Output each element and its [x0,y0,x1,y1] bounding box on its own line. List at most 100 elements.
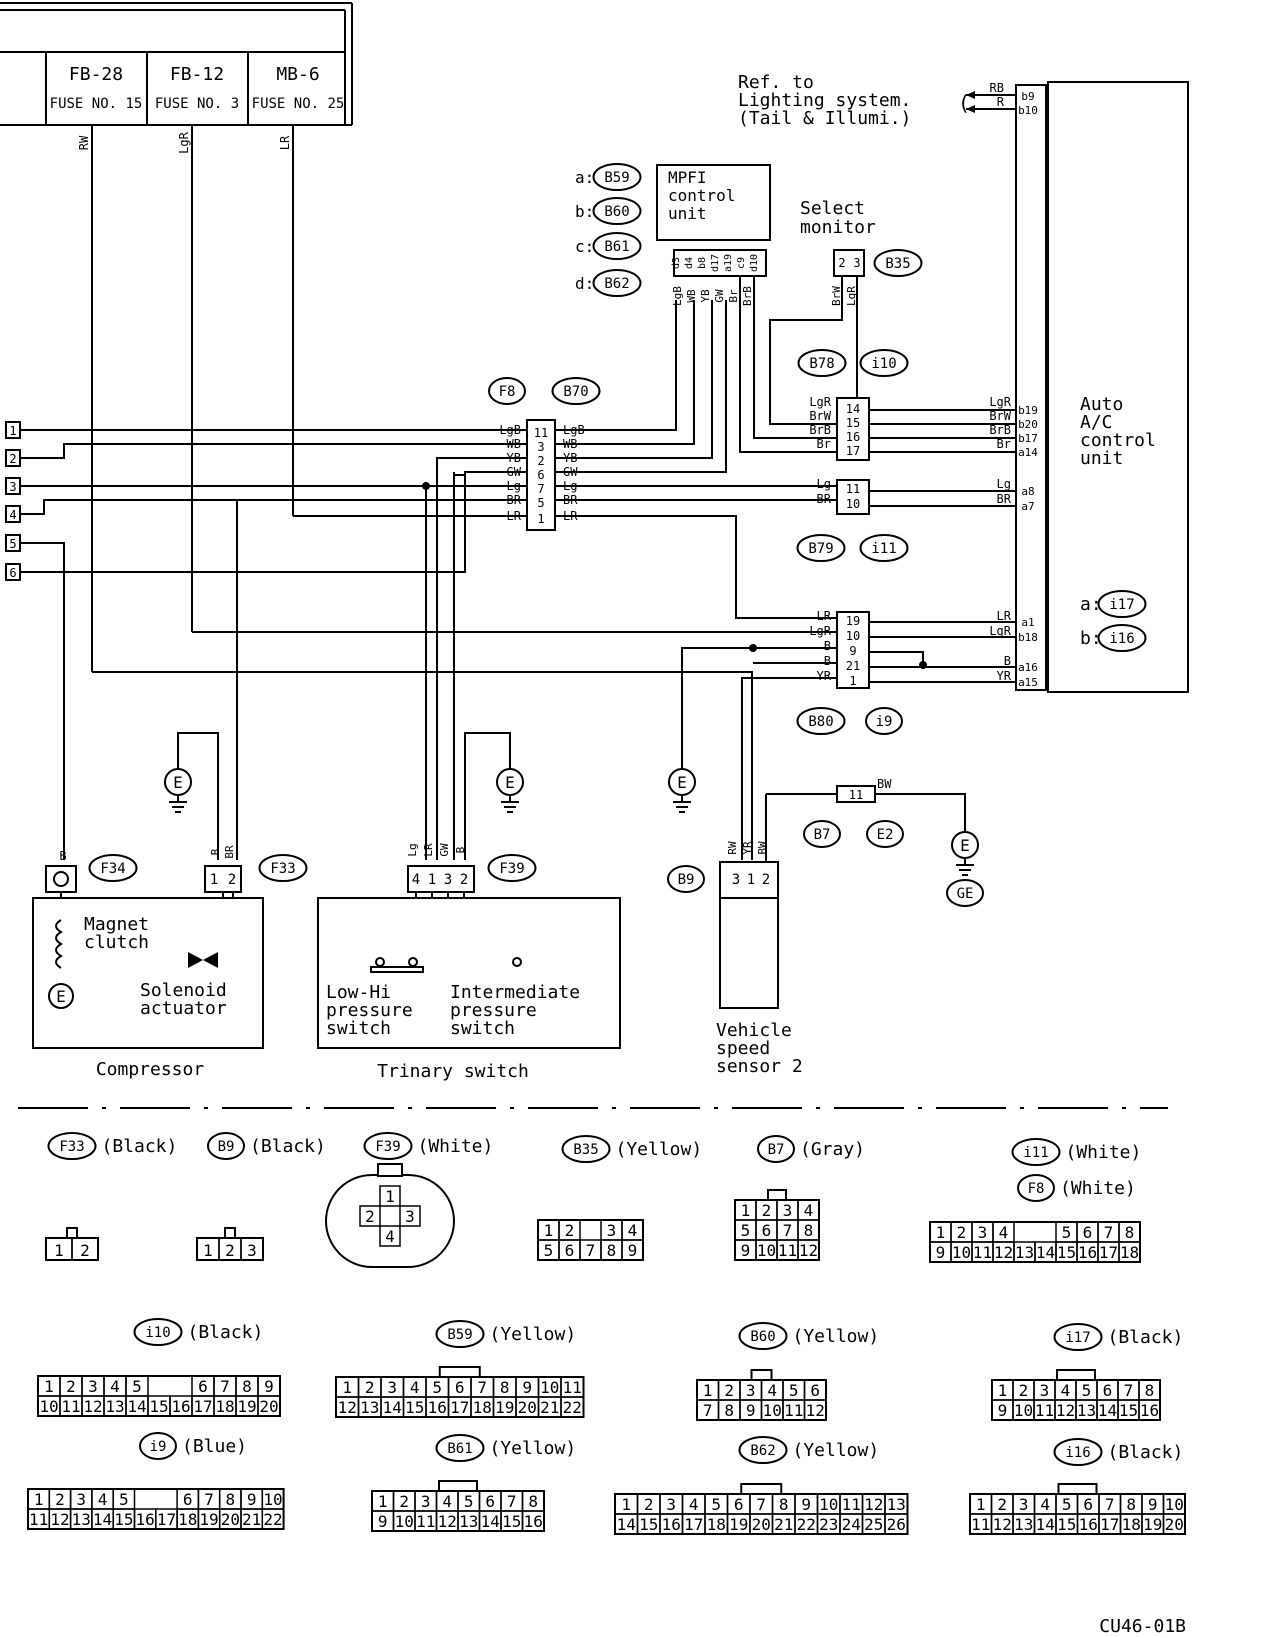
pin-label: 8 [226,1490,236,1509]
pin-label: 2 [997,1495,1007,1514]
pin-label: 18 [707,1515,726,1534]
vss-label: Vehicle [716,1020,792,1041]
wire-color-label: LgR [845,286,858,306]
view-color: (Blue) [182,1436,247,1457]
wire-BR [20,499,527,515]
wire-color-label: LgB [671,286,684,306]
pin-label: 15 [114,1510,133,1529]
connector-tab [740,1483,783,1495]
pin-cell [71,1237,99,1261]
pin-label: 8 [779,1495,789,1514]
pin-label: 15 [1057,1515,1076,1534]
pin-label: 12 [799,1241,818,1260]
pin-label: 4 [442,1492,452,1511]
pin-label: 8 [500,1378,510,1397]
ac-pin: b18 [1018,631,1038,644]
select-monitor-pin: 2 [838,256,845,270]
connector-B79-i11 [836,479,870,515]
pin-label: 2 [80,1241,90,1260]
vehicle-speed-sensor [719,897,779,1009]
wire-color-label: BR [223,845,236,859]
left-terminal-number: 3 [9,480,16,494]
pin-label: 12 [83,1397,102,1416]
connector-B9 [719,861,779,899]
mpfi-title: unit [668,204,707,223]
connector-id-GE-text: GE [957,886,974,902]
wire-color-label: LR [278,135,292,150]
pin-label: 17 [1099,1243,1118,1262]
pin-label: 1 [203,1241,213,1260]
connector-id-F8 [488,377,526,405]
wire-Br-i10 [739,276,837,453]
view-id-F33-text: F33 [59,1139,84,1155]
auto-ac-title: unit [1080,448,1123,469]
wire-color-label: Lg [406,843,419,856]
pin-label: 18 [473,1398,492,1417]
view-id-i9 [139,1432,177,1460]
wire-color-label: R [997,95,1005,109]
wire-color-label: RB [990,81,1004,95]
pin-cell [261,1508,285,1530]
connector-id-i17-text: i17 [1109,597,1134,613]
connector-id-B79 [796,534,846,562]
pin-label: 13 [360,1398,379,1417]
auto-ac-title: A/C [1080,412,1113,433]
pin-label: 7 [220,1377,230,1396]
ac-pin: a8 [1021,485,1034,498]
wire-color-label: B [1004,654,1011,668]
pin-label: 3 [247,1241,257,1260]
view-id-F8 [1017,1174,1055,1202]
vss-label: speed [716,1038,770,1059]
pin-number: 2 [537,454,544,468]
pin-label: 3 [1040,1381,1050,1400]
pin-label: 1 [342,1378,352,1397]
pin-label: 5 [432,1378,442,1397]
connector-id-i10-text: i10 [871,356,896,372]
pin-label: 21 [540,1398,559,1417]
view-id-B59 [435,1320,485,1348]
wire-color-label: YB [699,289,712,303]
connector-id-B7-text: B7 [814,827,831,843]
connector-id-B78-text: B78 [809,356,834,372]
connector-id-i17 [1097,590,1147,618]
pin-label: 7 [507,1492,517,1511]
connector-id-B61 [592,232,642,260]
pin-label: 3 [387,1378,397,1397]
ac-pin: a1 [1021,616,1034,629]
wire-color-label: GW [507,465,522,479]
pin-label: 14 [481,1512,500,1531]
pin-number: 11 [846,482,860,496]
pin-label: 2 [365,1207,375,1226]
pin-number: 1 [849,674,856,688]
pin-number: 5 [537,496,544,510]
pin-label: 24 [842,1515,861,1534]
wire-color-label: Br [997,437,1011,451]
left-terminal-number: 2 [9,452,16,466]
pin-label: 4 [385,1227,395,1246]
pin-number: 17 [846,444,860,458]
pin-label: 6 [810,1381,820,1400]
pin-label: 11 [784,1401,803,1420]
wire-GW [20,471,527,573]
wire-color-label: LR [422,843,435,857]
compressor-label: Compressor [96,1059,205,1080]
pin-label: 12 [438,1512,457,1531]
view-id-B61 [435,1434,485,1462]
wire-color-label: BrW [830,286,843,306]
view-color: (Black) [102,1136,178,1157]
pin-label: 9 [741,1241,751,1260]
auto-ac-title: Auto [1080,394,1123,415]
pin-label: 20 [221,1510,240,1529]
connector-id-i16-text: i16 [1109,631,1134,647]
pin-label: 11 [1035,1401,1054,1420]
pin-label: 25 [864,1515,883,1534]
connector-B78-i10 [836,397,870,461]
pin-label: 2 [1019,1381,1029,1400]
pin-label: 5 [464,1492,474,1511]
pin-label: 15 [405,1398,424,1417]
pin-label: 8 [1126,1495,1136,1514]
